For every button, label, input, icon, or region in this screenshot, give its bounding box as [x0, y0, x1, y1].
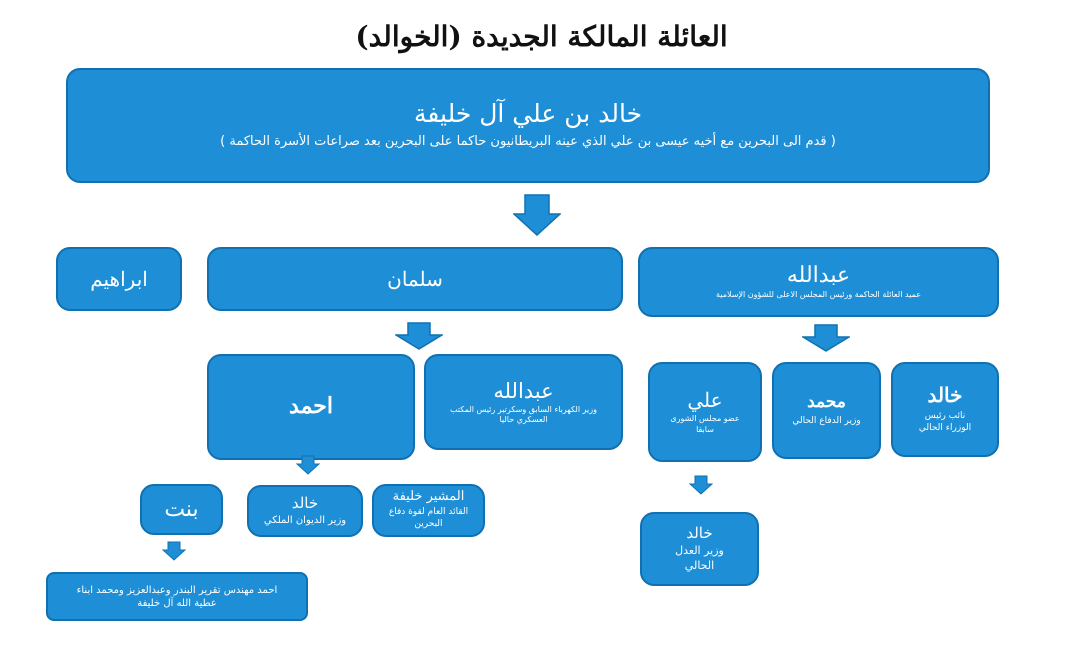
node-ibrahim: ابراهيم: [56, 247, 182, 311]
node-khalid-bin-ali: خالد بن علي آل خليفة ( قدم الى البحرين م…: [66, 68, 990, 183]
node-desc: نائب رئيس الوزراء الحالي: [918, 411, 972, 433]
node-ahmed: احمد: [207, 354, 415, 460]
node-field-marshal-khalifa: المشير خليفة القائد العام لقوة دفاع البح…: [372, 484, 485, 537]
node-abdullah-electricity: عبدالله وزير الكهرباء السابق وسكرتير رئي…: [424, 354, 623, 450]
down-arrow-icon: [689, 475, 713, 495]
node-desc: عميد العائلة الحاكمة ورئيس المجلس الاعلى…: [716, 290, 921, 300]
node-khalid-deputy-pm: خالد نائب رئيس الوزراء الحالي: [891, 362, 999, 457]
page-title: العائلة المالكة الجديدة (الخوالد): [355, 20, 728, 53]
down-arrow-icon: [513, 194, 561, 236]
node-name: سلمان: [387, 266, 443, 291]
node-name: ابراهيم: [90, 266, 148, 291]
node-name: خالد: [291, 493, 319, 512]
down-arrow-icon: [395, 322, 443, 350]
node-name: خالد بن علي آل خليفة: [413, 98, 643, 128]
node-khalid-royal-court: خالد وزير الديوان الملكي: [247, 485, 363, 537]
node-name: خالد: [927, 383, 963, 408]
node-desc: عضو مجلس الشورى سابقا: [670, 414, 740, 434]
node-name: عبدالله: [786, 263, 851, 289]
node-name: محمد: [807, 391, 846, 412]
node-grandsons: احمد مهندس تقرير البندر وعبدالعزيز ومحمد…: [46, 572, 308, 621]
node-name: علي: [687, 388, 723, 413]
node-desc: وزير الديوان الملكي: [263, 515, 347, 527]
down-arrow-icon: [296, 455, 320, 475]
node-name: احمد: [289, 393, 333, 420]
node-mohammed: محمد وزير الدفاع الحالي: [772, 362, 881, 459]
node-name: المشير خليفة: [392, 489, 465, 505]
node-desc: ( قدم الى البحرين مع أخيه عيسى بن علي ال…: [220, 134, 836, 150]
node-name: عبدالله: [493, 378, 554, 403]
node-desc: احمد مهندس تقرير البندر وعبدالعزيز ومحمد…: [76, 584, 278, 609]
down-arrow-icon: [162, 541, 186, 561]
node-khalid-justice: خالد وزير العدل الحالي: [640, 512, 759, 586]
node-ali: علي عضو مجلس الشورى سابقا: [648, 362, 762, 462]
node-name: بنت: [164, 496, 199, 522]
node-salman: سلمان: [207, 247, 623, 311]
node-name: خالد: [686, 524, 713, 543]
down-arrow-icon: [802, 324, 850, 352]
node-desc: وزير العدل الحالي: [675, 544, 724, 572]
node-desc: وزير الدفاع الحالي: [792, 416, 861, 427]
node-abdullah-dean: عبدالله عميد العائلة الحاكمة ورئيس المجل…: [638, 247, 999, 317]
node-desc: القائد العام لقوة دفاع البحرين: [388, 507, 469, 529]
node-bint: بنت: [140, 484, 223, 535]
node-desc: وزير الكهرباء السابق وسكرتير رئيس المكتب…: [450, 404, 597, 425]
